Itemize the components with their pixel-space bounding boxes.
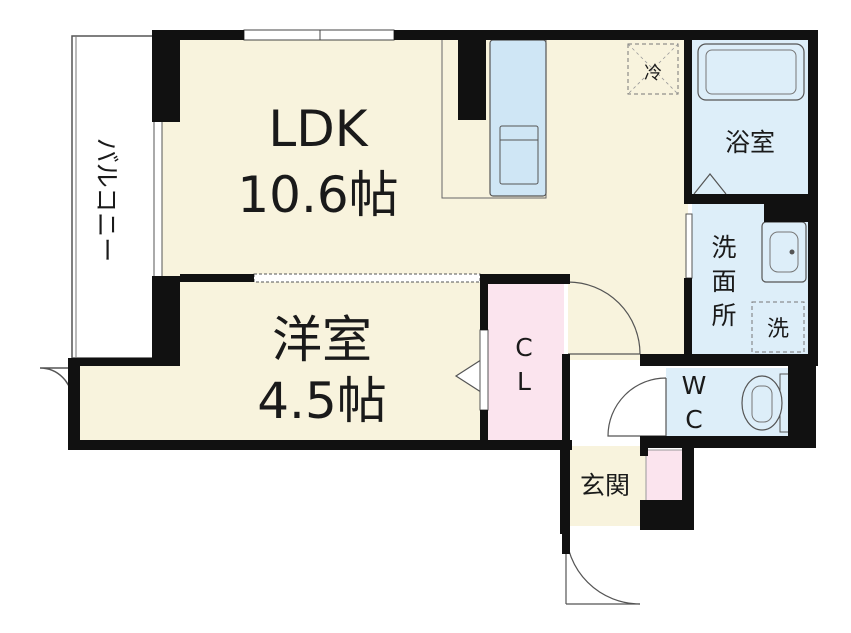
toilet-door-swing xyxy=(607,377,667,437)
partition-sliding-door xyxy=(253,273,481,283)
ldk-size: 10.6帖 xyxy=(237,166,398,224)
ldk-floor xyxy=(160,36,688,276)
shoebox xyxy=(645,449,685,503)
washroom-label-1: 洗 xyxy=(711,233,736,262)
fridge-label: 冷 xyxy=(644,63,662,84)
ldk-door-swing xyxy=(567,281,641,355)
entrance-floor xyxy=(566,446,646,526)
wash-basin-bowl xyxy=(769,231,799,273)
balcony-outline xyxy=(71,35,159,359)
western-room-name: 洋室 xyxy=(272,311,372,369)
closet-floor xyxy=(488,284,564,440)
hall-floor xyxy=(566,362,666,442)
toilet-label-w: W xyxy=(682,371,707,400)
entrance-label: 玄関 xyxy=(580,471,630,500)
bathtub-inner xyxy=(705,49,797,95)
balcony-door-swing xyxy=(39,367,73,401)
closet-label-c: C xyxy=(515,333,532,362)
ldk-name: LDK xyxy=(268,100,368,158)
bath-label: 浴室 xyxy=(725,128,775,157)
balcony-label: バルコニー xyxy=(92,138,121,263)
washroom-sliding-door xyxy=(685,213,693,279)
bathtub xyxy=(697,43,805,101)
bath-entry-arrow xyxy=(693,173,727,195)
toilet-seat xyxy=(751,385,773,423)
toilet-label-c: C xyxy=(685,405,702,434)
ldk-top-window xyxy=(243,29,395,41)
kitchen-sink xyxy=(499,125,539,185)
washer-label: 洗 xyxy=(767,317,789,342)
western-room-size: 4.5帖 xyxy=(257,372,387,430)
balcony-window xyxy=(153,119,163,281)
basin-drain-icon xyxy=(789,249,795,255)
fridge-space xyxy=(627,43,679,95)
closet-door-marker xyxy=(454,357,485,395)
washroom-label-2: 面 xyxy=(711,267,736,296)
walls xyxy=(68,30,818,554)
closet-label-l: L xyxy=(517,367,531,396)
entrance-door-swing xyxy=(565,529,641,605)
washer-space xyxy=(751,301,805,353)
balcony-label-text: バルコニー xyxy=(92,138,121,263)
washroom-label-3: 所 xyxy=(711,301,736,330)
wash-basin xyxy=(761,221,807,283)
closet-door xyxy=(479,329,489,411)
